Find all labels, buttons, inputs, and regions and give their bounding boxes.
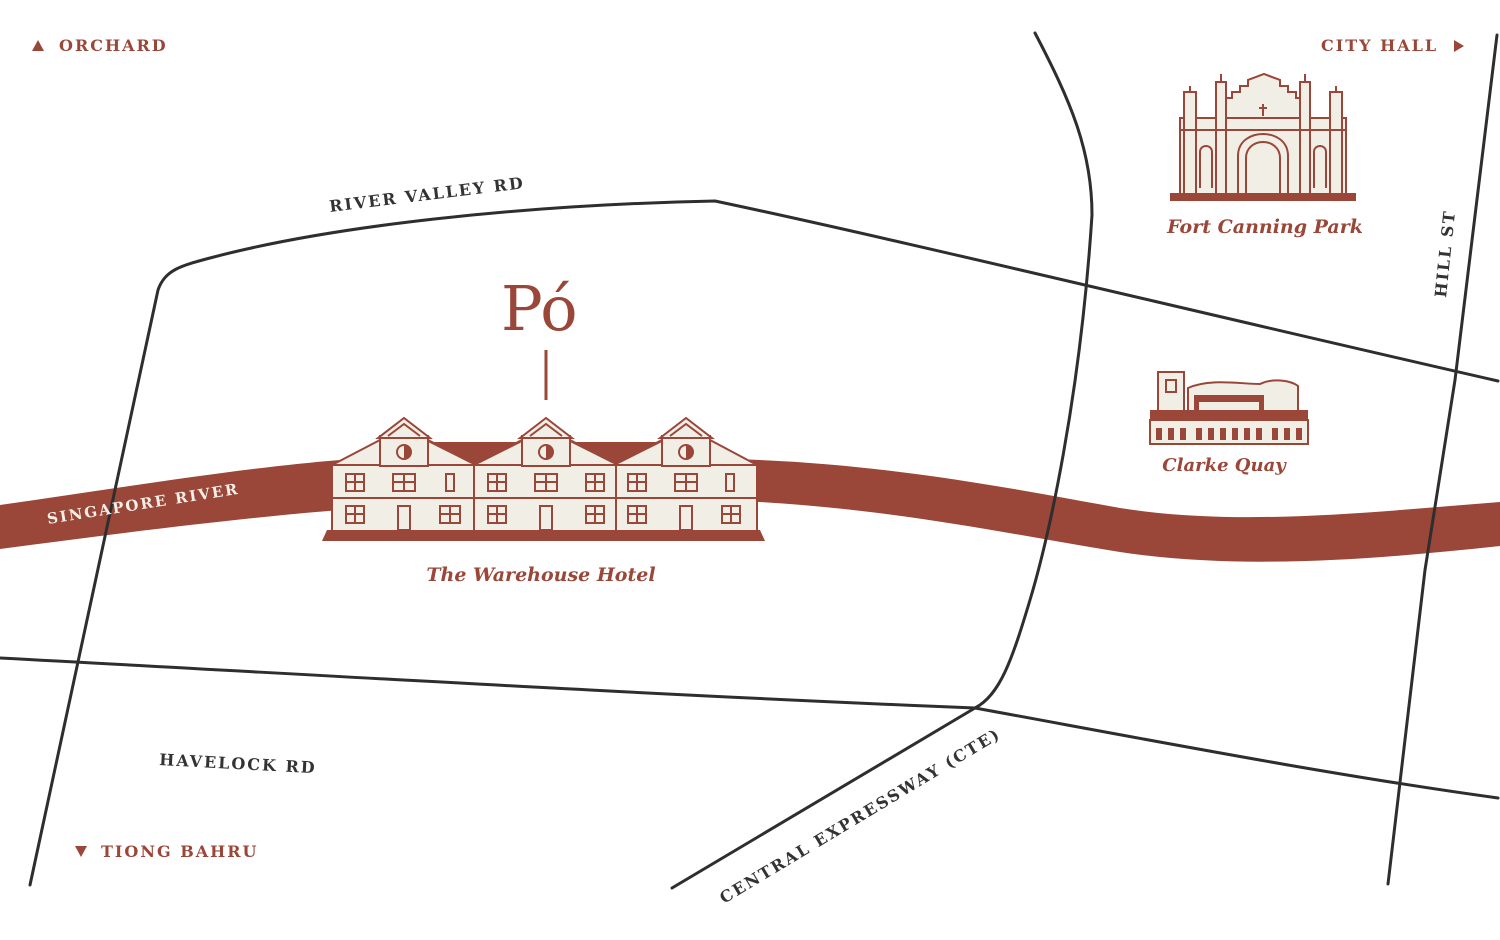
road-river-valley [28, 199, 1500, 887]
road-hill-st [1386, 33, 1499, 886]
po-logo: Pó [501, 272, 578, 400]
right-triangle-icon [1454, 40, 1464, 52]
down-triangle-icon [75, 846, 87, 857]
road-label-cte: CENTRAL EXPRESSWAY (CTE) [716, 724, 1004, 907]
direction-tiong-bahru: TIONG BAHRU [75, 842, 259, 861]
direction-orchard: ORCHARD [32, 36, 168, 55]
place-label-warehouse: The Warehouse Hotel [426, 564, 655, 586]
logo-text: Pó [501, 272, 578, 345]
road-havelock [0, 656, 1500, 800]
road-cte [670, 706, 977, 890]
direction-label-city-hall: CITY HALL [1321, 36, 1438, 55]
fort-canning-gate-icon [1170, 72, 1356, 201]
up-triangle-icon [32, 40, 44, 51]
clarke-quay-icon [1149, 371, 1309, 445]
direction-city-hall: CITY HALL [1321, 36, 1464, 55]
road-label-hill-st: HILL ST [1431, 209, 1459, 299]
place-label-fort-canning: Fort Canning Park [1166, 216, 1363, 238]
warehouse-hotel-icon [322, 416, 765, 541]
road-label-havelock: HAVELOCK RD [159, 750, 317, 777]
road-north-bridge [973, 31, 1094, 710]
direction-label-orchard: ORCHARD [59, 36, 168, 55]
place-label-clarke-quay: Clarke Quay [1162, 455, 1287, 476]
road-label-river-valley: RIVER VALLEY RD [328, 173, 526, 216]
direction-label-tiong-bahru: TIONG BAHRU [101, 842, 259, 861]
